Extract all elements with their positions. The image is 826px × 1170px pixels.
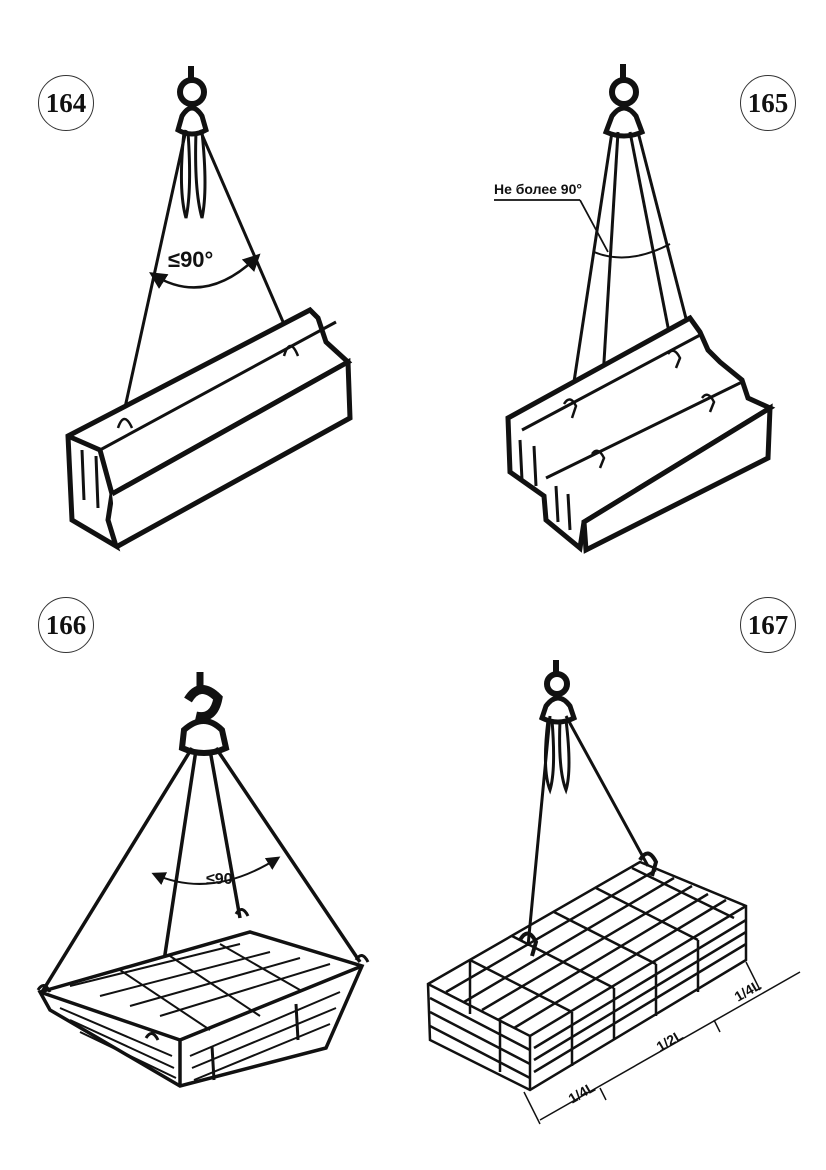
dimension-label-quarter-right: 1/4L <box>732 977 765 1005</box>
concrete-block <box>65 306 353 552</box>
figure-165 <box>494 64 776 554</box>
figure-167 <box>426 660 801 1125</box>
cargo-container <box>37 930 365 1088</box>
angle-label-165: Не более 90° <box>494 181 582 197</box>
dimension-label-quarter-left: 1/4L <box>566 1079 599 1107</box>
dimension-lines <box>523 961 801 1125</box>
figure-166 <box>36 672 370 1088</box>
dimension-label-half: 1/2L <box>654 1027 687 1055</box>
crane-hook-icon <box>538 660 578 725</box>
rebar-cage <box>426 860 748 1092</box>
crane-hook-icon <box>175 66 209 137</box>
figure-number-166: 166 <box>38 597 94 653</box>
figure-number-165: 165 <box>740 75 796 131</box>
crane-hook-icon <box>602 64 646 139</box>
angle-label-166: ≤90 <box>206 871 233 888</box>
double-concrete-block <box>505 314 776 554</box>
figure-number-167: 167 <box>740 597 796 653</box>
figure-164 <box>65 66 353 552</box>
figure-number-164: 164 <box>38 75 94 131</box>
crane-hook-icon <box>178 672 230 756</box>
angle-label-164: ≤90° <box>168 247 213 272</box>
